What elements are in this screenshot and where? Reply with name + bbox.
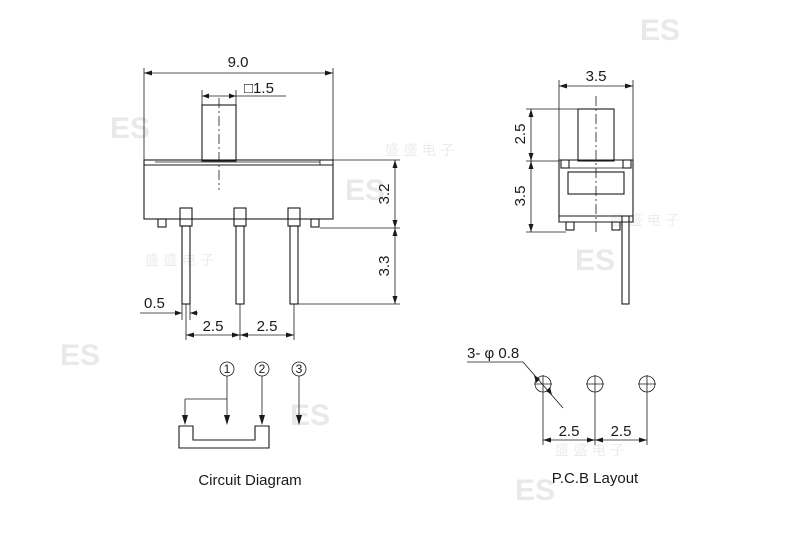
dim-body-height: 3.2 [376, 184, 393, 205]
pcb-layout: 3- φ 0.8 2.5 2.5 P.C.B Layout [467, 345, 656, 487]
watermark-logo: ES [110, 112, 150, 145]
dim-side-width: 3.5 [586, 68, 607, 85]
dim-side-body-height: 3.5 [512, 186, 529, 207]
dim-pin-width: 0.5 [144, 295, 165, 312]
contact-bar [178, 425, 270, 449]
pcb-pitch-left: 2.5 [559, 423, 580, 440]
switch-body-front [143, 159, 334, 220]
watermark-logo: ES [290, 399, 330, 432]
watermark-logo: ES [60, 339, 100, 372]
dim-front-width: 9.0 [228, 54, 249, 71]
pcb-pitch-right: 2.5 [611, 423, 632, 440]
pcb-layout-title: P.C.B Layout [552, 470, 639, 487]
circuit-diagram-title: Circuit Diagram [198, 472, 301, 489]
terminal-label-2: 2 [259, 362, 266, 376]
watermark-logo: ES [515, 474, 555, 507]
watermark-text: 盛 盛 电 子 [145, 253, 214, 269]
pin-2 [235, 225, 245, 305]
dim-actuator-height: 2.5 [512, 124, 529, 145]
watermark-logo: ES [640, 14, 680, 47]
watermark-text: 盛 盛 电 子 [555, 443, 624, 459]
watermark-logo: ES [345, 174, 385, 207]
pin-3 [289, 225, 299, 305]
circuit-diagram: 1 2 3 Circuit Diagram [178, 361, 307, 489]
side-view: 3.5 2.5 3.5 [512, 68, 634, 305]
watermark-text: 盛 盛 电 子 [610, 213, 679, 229]
terminal-label-3: 3 [296, 362, 303, 376]
watermark-logo: ES [575, 244, 615, 277]
dim-pin-length: 3.3 [376, 256, 393, 277]
front-view: 9.0 □1.5 3.2 3.3 [140, 54, 400, 340]
pin-side [621, 215, 630, 305]
terminal-label-1: 1 [224, 362, 231, 376]
dim-actuator: □1.5 [244, 80, 274, 97]
dim-pitch-right: 2.5 [257, 318, 278, 335]
switch-body-side [558, 159, 634, 223]
watermark-text: 盛 盛 电 子 [385, 143, 454, 159]
pcb-hole-1 [534, 375, 552, 445]
hole-spec: 3- φ 0.8 [467, 345, 519, 362]
pcb-hole-2 [586, 375, 604, 445]
pcb-hole-3 [638, 375, 656, 445]
watermark-group: ES ES ES ES ES ES ES 盛 盛 电 子 盛 盛 电 子 盛 盛… [60, 14, 680, 507]
dim-pitch-left: 2.5 [203, 318, 224, 335]
